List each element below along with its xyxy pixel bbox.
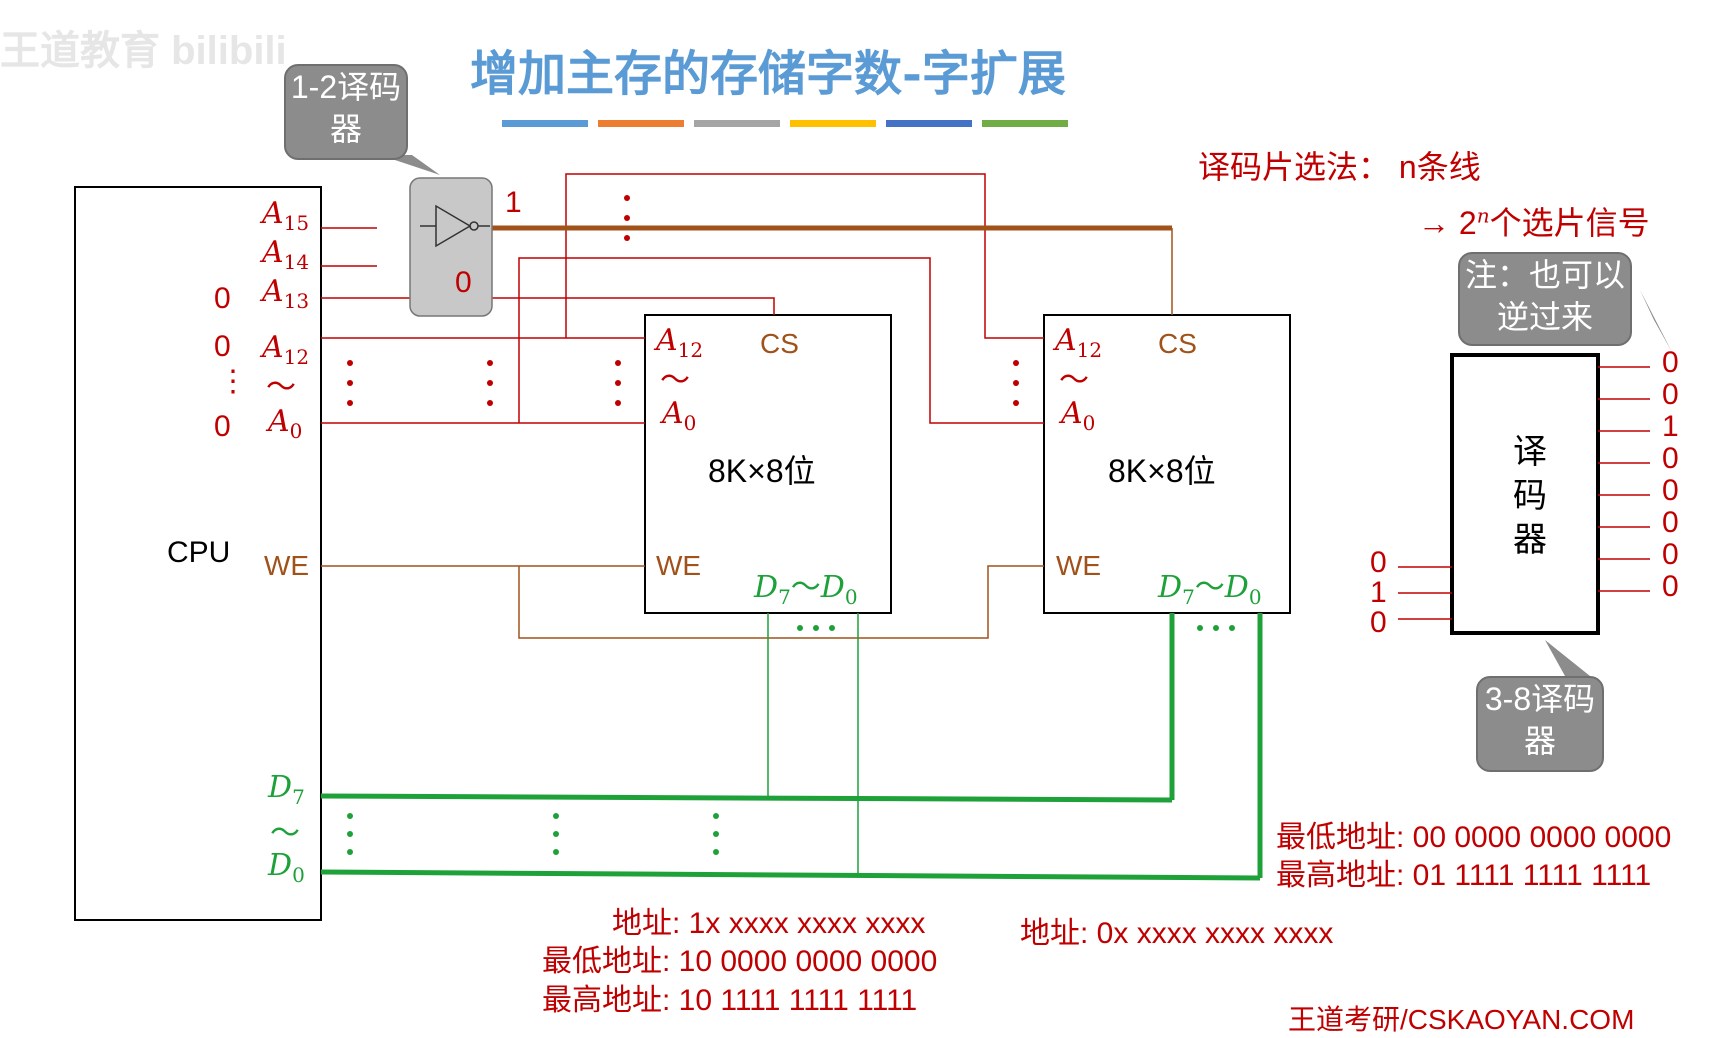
chip2-lowest-address: 最低地址: 00 0000 0000 0000: [1276, 821, 1672, 854]
green-ellipsis: [347, 625, 1235, 855]
callout-tail-3: [1545, 640, 1590, 676]
we-lines: [321, 565, 1044, 639]
chip2-pin-we: WE: [1056, 550, 1102, 581]
chip1-address: 地址: 1x xxxx xxxx xxxx: [612, 907, 926, 940]
decoder-input-1: 1: [1370, 576, 1387, 609]
cpu-pin-d7: D7: [268, 770, 305, 809]
chip2-highest-address: 最高地址: 01 1111 1111 1111: [1276, 859, 1652, 892]
cpu-pin-tilde: ～: [266, 371, 296, 404]
callout-decoder-3-8: 3-8译码器: [1476, 676, 1604, 772]
gate-output-0: 0: [455, 266, 472, 299]
gate-output-1: 1: [505, 186, 522, 219]
chip2-pin-tilde: ～: [1059, 364, 1089, 397]
data-lines: [320, 613, 1263, 881]
decoder-output-0: 0: [1662, 346, 1679, 379]
cpu-pin-d0: D0: [268, 848, 305, 887]
chip2-pin-cs: CS: [1158, 328, 1197, 359]
callout-tail-2: [1640, 290, 1672, 352]
chip1-pin-we: WE: [656, 550, 702, 581]
decoder-3-8-box: [1450, 353, 1600, 635]
decoder-3-8-label: 译 码 器: [1513, 433, 1547, 559]
decoder-input-2: 0: [1370, 606, 1387, 639]
cpu-pin-a12: A12: [262, 330, 310, 369]
chip1-label: 8K×8位: [708, 453, 816, 489]
not-gate-icon: [420, 204, 490, 248]
chip2-label: 8K×8位: [1108, 453, 1216, 489]
chip2-pin-data: D7～D0: [1158, 570, 1262, 609]
chip1-pin-data: D7～D0: [754, 570, 858, 609]
callout-note-reverse: 注：也可以逆过来: [1458, 252, 1632, 346]
cpu-pin-data-tilde: ～: [270, 817, 300, 850]
chip1-pin-a0: A0: [662, 396, 697, 435]
title-color-bars: [502, 120, 1068, 127]
decoder-output-6: 0: [1662, 538, 1679, 571]
decoder-output-4: 0: [1662, 474, 1679, 507]
callout-decoder-1-2: 1-2译码器: [284, 64, 408, 160]
decoder-input-0: 0: [1370, 546, 1387, 579]
chip1-lowest-address: 最低地址: 10 0000 0000 0000: [542, 945, 938, 978]
addr-value-a12: 0: [214, 330, 231, 363]
cpu-label: CPU: [167, 536, 231, 569]
watermark: 王道教育 bilibili: [0, 29, 287, 73]
decoder-output-3: 0: [1662, 442, 1679, 475]
decoder-output-5: 0: [1662, 506, 1679, 539]
decoder-output-2: 1: [1662, 410, 1679, 443]
chip1-box: [644, 314, 892, 614]
red-ellipsis: [347, 195, 1019, 406]
page-title: 增加主存的存储字数-字扩展: [470, 46, 1066, 102]
cpu-pin-a14: A14: [262, 235, 310, 274]
cpu-box: [74, 186, 322, 921]
footer-brand: 王道考研/CSKAOYAN.COM: [1288, 1004, 1635, 1035]
gate-box: [409, 177, 493, 317]
chip1-highest-address: 最高地址: 10 1111 1111 1111: [542, 984, 918, 1017]
cpu-pin-we: WE: [264, 550, 310, 581]
addr-value-a13: 0: [214, 282, 231, 315]
decode-method-line2: → 2n个选片信号: [1418, 203, 1650, 241]
chip1-pin-cs: CS: [760, 328, 799, 359]
chip1-pin-tilde: ～: [660, 364, 690, 397]
addr-value-a0: 0: [214, 410, 231, 443]
chip2-pin-a12: A12: [1055, 323, 1103, 362]
chip1-pin-a12: A12: [656, 323, 704, 362]
decode-method-line1: 译码片选法： n条线: [1198, 149, 1481, 185]
decoder-pins: [1398, 366, 1650, 620]
chip2-box: [1043, 314, 1291, 614]
addr-value-dots: ⋮: [218, 365, 248, 398]
cpu-pin-a15: A15: [262, 196, 310, 235]
chip2-address: 地址: 0x xxxx xxxx xxxx: [1020, 917, 1334, 950]
arrow-right-icon: →: [1418, 205, 1450, 241]
decoder-output-7: 0: [1662, 570, 1679, 603]
callout-tail-1: [380, 155, 440, 175]
decoder-output-1: 0: [1662, 378, 1679, 411]
cpu-pin-a13: A13: [262, 274, 310, 313]
chip2-pin-a0: A0: [1061, 396, 1096, 435]
address-lines: [321, 173, 1044, 424]
cpu-pin-a0: A0: [268, 404, 303, 443]
